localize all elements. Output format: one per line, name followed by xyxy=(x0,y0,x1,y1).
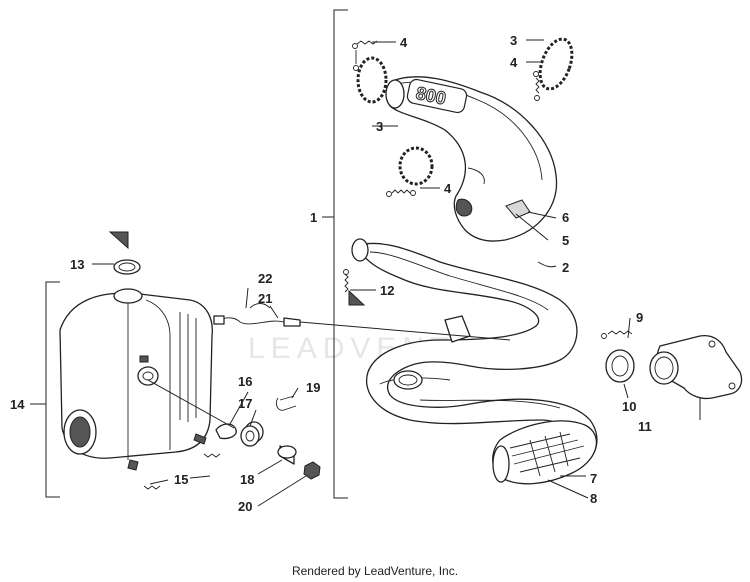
callout-21: 21 xyxy=(258,291,272,306)
gasket-top-part[interactable] xyxy=(113,259,141,275)
callout-10: 10 xyxy=(622,399,636,414)
spring-lower-b[interactable] xyxy=(143,485,161,490)
hair-pin-clip-part[interactable] xyxy=(275,395,297,411)
callout-11: 11 xyxy=(638,419,652,434)
spring-upper-left[interactable] xyxy=(352,40,378,71)
footer-credit: Rendered by LeadVenture, Inc. xyxy=(291,564,459,578)
sensor-cable-part[interactable] xyxy=(213,303,301,327)
muffler-body-part[interactable] xyxy=(59,288,213,471)
spring-middle[interactable] xyxy=(386,189,416,197)
plug-part[interactable] xyxy=(277,445,297,465)
callout-17: 17 xyxy=(238,396,252,411)
bracket-muffler-14 xyxy=(30,281,60,498)
callout-8: 8 xyxy=(590,491,597,506)
callout-4-upper-right: 4 xyxy=(510,55,518,70)
leader-lines xyxy=(92,39,701,507)
callout-4-middle: 4 xyxy=(444,181,452,196)
bracket-assembly-1 xyxy=(322,9,348,499)
reference-line xyxy=(299,321,511,341)
emblem-800: 800 xyxy=(406,78,468,114)
callout-12: 12 xyxy=(380,283,394,298)
clamp-ring-upper-left[interactable] xyxy=(356,56,388,104)
spring-left-pipe[interactable] xyxy=(343,269,349,293)
clamp-ring-upper-right[interactable] xyxy=(534,35,578,93)
callout-labels: 1 2 3 4 4 3 4 6 5 12 9 10 11 7 8 13 14 1… xyxy=(10,33,652,514)
exhaust-pipe-part[interactable] xyxy=(351,238,598,481)
spring-upper-right[interactable] xyxy=(533,71,540,101)
gasket-ring-part[interactable] xyxy=(605,349,635,383)
nut-part[interactable] xyxy=(303,461,321,480)
grommet-part[interactable] xyxy=(240,421,264,447)
spring-right[interactable] xyxy=(601,330,633,339)
washer-part[interactable] xyxy=(215,423,237,440)
flange-manifold-part[interactable] xyxy=(649,334,743,400)
callout-15: 15 xyxy=(174,472,188,487)
callout-18: 18 xyxy=(240,472,254,487)
arrow-indicator-top xyxy=(108,231,129,250)
callout-1: 1 xyxy=(310,210,317,225)
callout-13: 13 xyxy=(70,257,84,272)
arrow-indicator-right xyxy=(348,289,366,306)
callout-4-upper-left: 4 xyxy=(400,35,408,50)
callout-20: 20 xyxy=(238,499,252,514)
callout-16: 16 xyxy=(238,374,252,389)
callout-19: 19 xyxy=(306,380,320,395)
callout-6: 6 xyxy=(562,210,569,225)
callout-2: 2 xyxy=(562,260,569,275)
callout-3-middle: 3 xyxy=(376,119,383,134)
heat-shield-part[interactable]: 800 xyxy=(385,76,558,242)
callout-3-upper: 3 xyxy=(510,33,517,48)
callout-9: 9 xyxy=(636,310,643,325)
callout-7: 7 xyxy=(590,471,597,486)
callout-5: 5 xyxy=(562,233,569,248)
callout-22: 22 xyxy=(258,271,272,286)
callout-14: 14 xyxy=(10,397,25,412)
spring-lower-a[interactable] xyxy=(203,453,221,458)
clamp-ring-middle[interactable] xyxy=(398,146,434,186)
heat-wrap-part[interactable] xyxy=(492,420,597,485)
